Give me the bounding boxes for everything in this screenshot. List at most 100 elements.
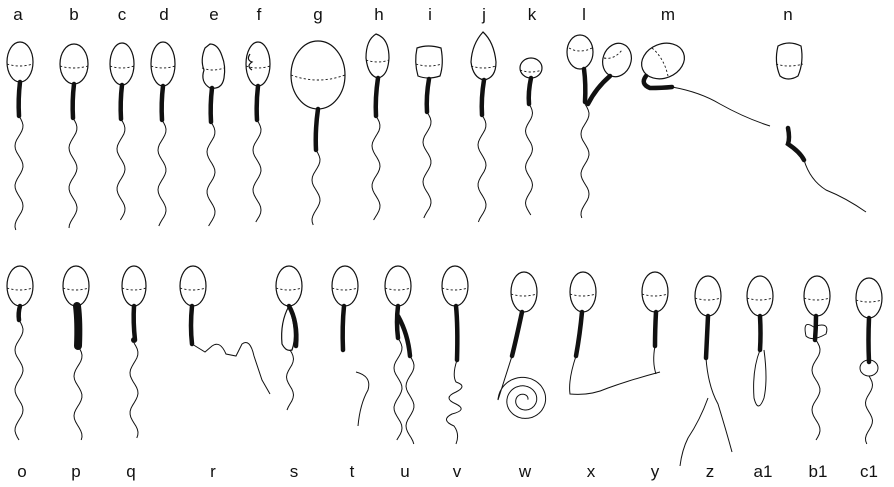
sperm-d bbox=[150, 41, 176, 227]
midpiece bbox=[757, 313, 763, 353]
label-e: e bbox=[209, 5, 219, 24]
sperm-head bbox=[365, 33, 390, 79]
midpiece bbox=[394, 303, 401, 341]
sperm-n bbox=[775, 42, 867, 213]
sperm-head bbox=[803, 275, 831, 317]
sperm-f bbox=[245, 41, 271, 223]
vacuole bbox=[247, 53, 254, 71]
midpiece bbox=[641, 73, 675, 91]
sperm-s bbox=[275, 265, 303, 411]
tail-second bbox=[405, 355, 415, 445]
tail bbox=[393, 337, 403, 441]
acrosome-line bbox=[201, 67, 225, 71]
midpiece bbox=[340, 303, 347, 353]
tail bbox=[157, 119, 167, 227]
tail bbox=[477, 114, 487, 223]
tail bbox=[116, 118, 126, 221]
sperm-b bbox=[59, 43, 89, 229]
sperm-l bbox=[566, 34, 632, 219]
sperm-u bbox=[384, 265, 415, 445]
cytoplasmic-droplet bbox=[131, 337, 137, 343]
sperm-g bbox=[290, 40, 346, 226]
label-r: r bbox=[210, 462, 216, 481]
midpiece bbox=[313, 106, 321, 153]
sperm-p bbox=[62, 265, 90, 441]
sperm-r bbox=[179, 265, 271, 395]
label-d: d bbox=[159, 5, 169, 24]
acrosome-line bbox=[641, 293, 669, 297]
sperm-head bbox=[566, 34, 594, 70]
sperm-k bbox=[519, 57, 543, 216]
acrosome-line bbox=[568, 47, 593, 52]
sperm-head bbox=[855, 277, 883, 319]
sperm-a bbox=[6, 41, 34, 231]
label-s: s bbox=[289, 462, 299, 481]
label-i: i bbox=[428, 5, 432, 24]
label-n: n bbox=[783, 5, 793, 24]
midpiece bbox=[453, 303, 460, 363]
midpiece-branch bbox=[286, 303, 299, 349]
tail bbox=[14, 319, 24, 441]
midpiece bbox=[526, 75, 534, 107]
sperm-head bbox=[746, 275, 774, 317]
sperm-head bbox=[694, 275, 722, 317]
tail-second bbox=[679, 397, 709, 467]
acrosome-line bbox=[384, 287, 412, 291]
sperm-head bbox=[641, 271, 669, 313]
tail bbox=[803, 159, 867, 213]
acrosome-line bbox=[365, 59, 390, 63]
acrosome-line bbox=[121, 287, 147, 291]
label-q: q bbox=[126, 462, 136, 481]
acrosome-line bbox=[441, 287, 469, 291]
tail bbox=[446, 359, 463, 445]
acrosome-line bbox=[290, 74, 346, 81]
sperm-head bbox=[519, 57, 543, 79]
sperm-h bbox=[365, 33, 390, 221]
sperm-j bbox=[470, 31, 497, 223]
label-o: o bbox=[17, 462, 27, 481]
midpiece bbox=[16, 303, 23, 323]
midpiece bbox=[479, 77, 487, 118]
midpiece bbox=[118, 82, 125, 122]
label-u: u bbox=[400, 462, 410, 481]
acrosome-line bbox=[275, 287, 303, 291]
sperm-head bbox=[275, 265, 303, 307]
sperm-head bbox=[179, 265, 207, 307]
acrosome-line bbox=[150, 65, 176, 69]
label-z: z bbox=[705, 462, 715, 481]
tail bbox=[524, 103, 534, 216]
label-v: v bbox=[452, 462, 462, 481]
sperm-head bbox=[59, 43, 89, 85]
acrosome-line bbox=[803, 297, 831, 301]
label-b1: b1 bbox=[808, 462, 828, 481]
midpiece bbox=[509, 309, 525, 359]
tail bbox=[864, 375, 874, 445]
label-l: l bbox=[582, 5, 586, 24]
label-f: f bbox=[256, 5, 262, 24]
midpiece bbox=[73, 302, 83, 350]
midpiece bbox=[573, 309, 585, 359]
sperm-head bbox=[384, 265, 412, 307]
acrosome-line bbox=[519, 69, 543, 73]
acrosome-line bbox=[569, 293, 597, 297]
midpiece bbox=[131, 303, 138, 343]
sperm-e bbox=[201, 43, 226, 227]
acrosome-line-second bbox=[603, 49, 623, 59]
tail bbox=[580, 103, 590, 219]
midpiece bbox=[188, 303, 195, 347]
tail bbox=[285, 349, 295, 411]
midpiece bbox=[373, 75, 381, 119]
sperm-head bbox=[121, 265, 147, 307]
midpiece bbox=[866, 315, 872, 365]
label-c: c bbox=[117, 5, 127, 24]
tail bbox=[129, 342, 139, 439]
sperm-i bbox=[415, 45, 443, 219]
sperm-w bbox=[497, 271, 547, 419]
midpiece bbox=[424, 76, 432, 115]
sperm-head bbox=[150, 41, 176, 87]
midpiece bbox=[703, 313, 711, 361]
label-w: w bbox=[518, 462, 532, 481]
sperm-o bbox=[6, 265, 34, 441]
acrosome-line bbox=[694, 297, 722, 301]
